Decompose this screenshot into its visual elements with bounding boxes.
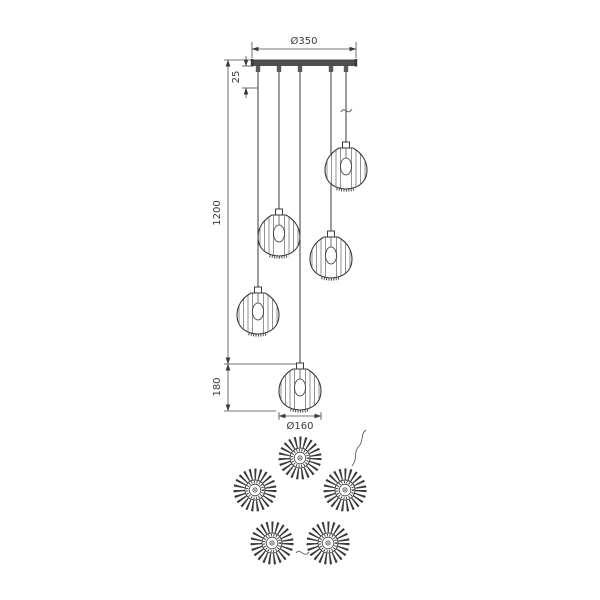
cage-lamp-mid-left [258, 209, 300, 257]
dim-label-canopy-diameter: Ø350 [291, 35, 318, 47]
dim-label-lamp-height: 180 [212, 377, 223, 396]
plan-cord-squiggle [351, 429, 367, 467]
dim-label-suspension-height: 1200 [212, 200, 223, 225]
ceiling-canopy [250, 59, 358, 72]
dimension-shade-diameter: Ø160 [278, 412, 322, 432]
dimension-lamp-height: 180 [212, 363, 276, 412]
dimension-canopy-drop: 25 [231, 56, 258, 98]
cage-lamp-lower-left [237, 287, 279, 335]
dim-label-shade-diameter: Ø160 [287, 420, 314, 432]
plan-lamp-bottom-right [312, 527, 344, 559]
pendant-shades-elevation [237, 142, 367, 411]
dim-label-canopy-drop: 25 [231, 71, 242, 84]
bottom-view-arrangement [239, 429, 367, 559]
cage-lamp-mid-right [310, 231, 352, 279]
plan-cord-squiggle-small [295, 550, 310, 555]
dimension-canopy-diameter: Ø350 [251, 35, 357, 58]
cord-break-symbol [340, 108, 353, 113]
pendant-cords [257, 72, 353, 365]
cage-lamp-bottom [279, 363, 321, 411]
plan-lamp-bottom-left [256, 527, 288, 559]
cord-grips [255, 65, 349, 72]
plan-lamp-top [284, 442, 316, 474]
plan-lamp-left [239, 474, 271, 506]
dimension-suspension-height: 1200 [212, 59, 297, 365]
plan-lamp-right [329, 474, 361, 506]
